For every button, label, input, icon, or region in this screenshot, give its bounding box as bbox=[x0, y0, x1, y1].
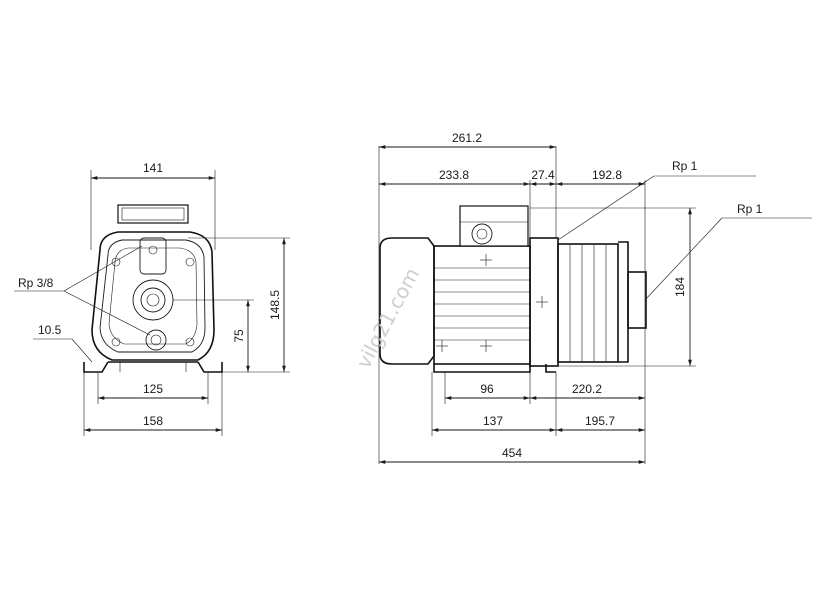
dim-220-2: 220.2 bbox=[572, 382, 602, 396]
dim-261-2: 261.2 bbox=[452, 131, 482, 145]
inlet-flange bbox=[132, 279, 174, 321]
feet-side bbox=[433, 364, 556, 373]
bolt-icon bbox=[185, 337, 195, 347]
thread-rp-1-side: Rp 1 bbox=[737, 202, 763, 216]
front-view: 141 Rp 3/8 10.5 125 158 75 148.5 bbox=[14, 161, 290, 436]
dim-454: 454 bbox=[502, 446, 522, 460]
dim-192-8: 192.8 bbox=[592, 168, 622, 182]
dim-158: 158 bbox=[143, 414, 163, 428]
dim-96: 96 bbox=[480, 382, 494, 396]
foot bbox=[83, 361, 223, 373]
dim-148-5: 148.5 bbox=[268, 290, 282, 320]
inlet-port bbox=[627, 271, 647, 329]
dim-27-4: 27.4 bbox=[531, 168, 555, 182]
thread-rp-3-8: Rp 3/8 bbox=[18, 276, 54, 290]
crosshair-icon bbox=[436, 254, 548, 352]
cable-gland bbox=[471, 223, 493, 245]
dim-137: 137 bbox=[483, 414, 503, 428]
drain-plug bbox=[145, 329, 167, 351]
dim-233-8: 233.8 bbox=[439, 168, 469, 182]
dim-75: 75 bbox=[232, 329, 246, 343]
dim-125: 125 bbox=[143, 382, 163, 396]
terminal-box bbox=[117, 204, 189, 224]
pump-stack bbox=[557, 243, 619, 363]
side-view: vilg21.com 261.2 233.8 27.4 192.8 Rp 1 R… bbox=[351, 131, 812, 464]
dim-195-7: 195.7 bbox=[585, 414, 615, 428]
pump-body-front bbox=[91, 231, 215, 361]
bolt-icon bbox=[111, 257, 121, 267]
dim-10-5: 10.5 bbox=[38, 323, 62, 337]
dim-141: 141 bbox=[143, 161, 163, 175]
watermark: vilg21.com bbox=[351, 264, 424, 373]
terminal-box-side bbox=[459, 205, 529, 247]
dim-184: 184 bbox=[673, 277, 687, 297]
bolt-icon bbox=[111, 337, 121, 347]
outlet-head bbox=[618, 241, 629, 363]
bolt-icon bbox=[185, 257, 195, 267]
thread-rp-1-top: Rp 1 bbox=[672, 159, 698, 173]
